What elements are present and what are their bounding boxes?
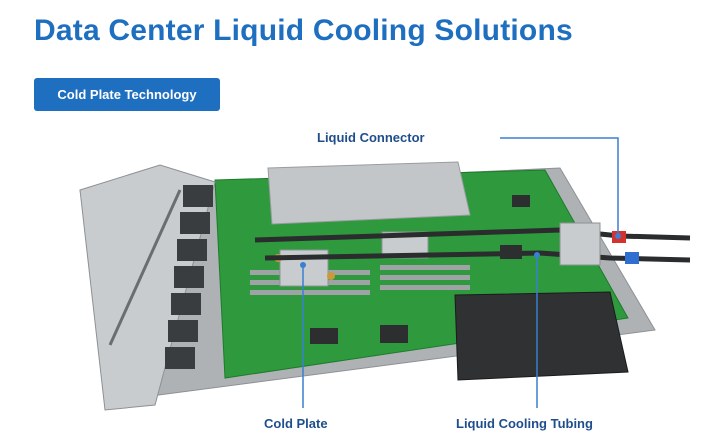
tube-bracket bbox=[559, 222, 601, 266]
chip bbox=[512, 195, 530, 207]
section-badge: Cold Plate Technology bbox=[34, 78, 220, 111]
callout-line-connector bbox=[500, 137, 619, 233]
callout-liquid-cooling-tubing: Liquid Cooling Tubing bbox=[456, 416, 593, 431]
fan-array bbox=[165, 185, 213, 369]
front-vent bbox=[108, 189, 182, 346]
callout-cold-plate: Cold Plate bbox=[264, 416, 328, 431]
cold-plate-fitting bbox=[327, 272, 335, 280]
power-supply bbox=[454, 291, 629, 381]
callout-dot bbox=[615, 233, 621, 239]
page-title: Data Center Liquid Cooling Solutions bbox=[34, 14, 573, 47]
callout-dot bbox=[300, 262, 306, 268]
connector-blue-icon bbox=[625, 252, 639, 264]
chip bbox=[380, 325, 408, 343]
callout-dot bbox=[534, 252, 540, 258]
chip bbox=[310, 328, 338, 344]
riser-card bbox=[267, 161, 471, 225]
callout-liquid-connector: Liquid Connector bbox=[317, 130, 425, 145]
chip bbox=[500, 245, 522, 259]
